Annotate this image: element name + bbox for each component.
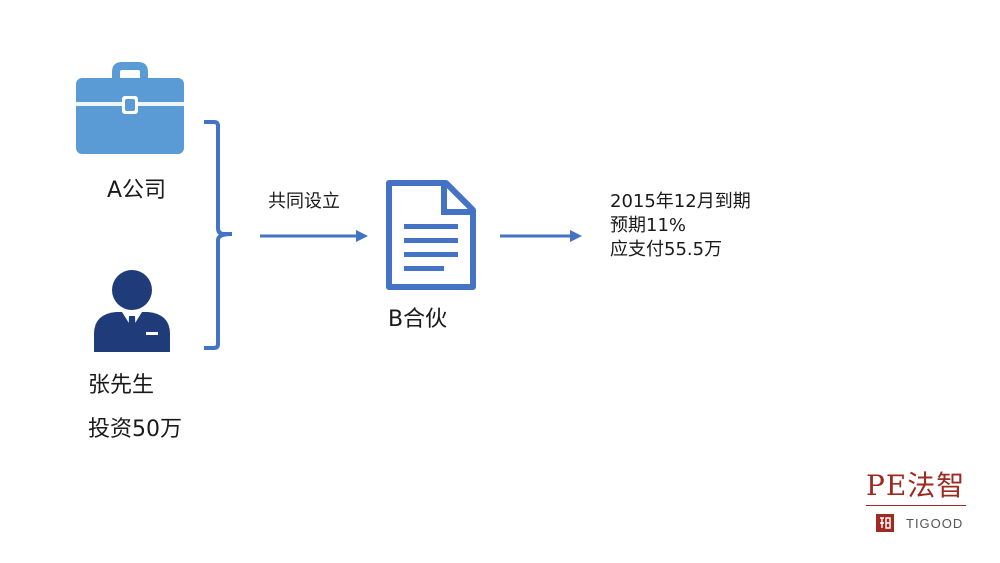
arrow-to-partnership — [260, 230, 368, 242]
partnership-label: B合伙 — [388, 307, 448, 332]
result-line-maturity: 2015年12月到期 — [610, 191, 751, 212]
briefcase-icon — [76, 62, 184, 154]
logo: PE法智 TIGOOD — [866, 470, 976, 532]
result-text: 2015年12月到期 预期11% 应支付55.5万 — [610, 190, 751, 262]
logo-sub-text: TIGOOD — [906, 515, 964, 531]
logo-main-text: PE法智 — [866, 469, 966, 502]
seal-icon — [876, 514, 894, 532]
document-icon — [386, 180, 476, 290]
result-line-expected-return: 预期11% — [610, 215, 687, 236]
logo-divider — [866, 505, 966, 506]
result-line-payment: 应支付55.5万 — [610, 239, 723, 260]
arrow-to-result — [500, 230, 582, 242]
establish-label: 共同设立 — [268, 191, 340, 212]
company-a-label: A公司 — [107, 178, 167, 203]
grouping-bracket — [204, 120, 233, 350]
person-name: 张先生 — [88, 373, 155, 398]
person-investment: 投资50万 — [88, 417, 182, 442]
businessman-icon — [94, 270, 170, 352]
